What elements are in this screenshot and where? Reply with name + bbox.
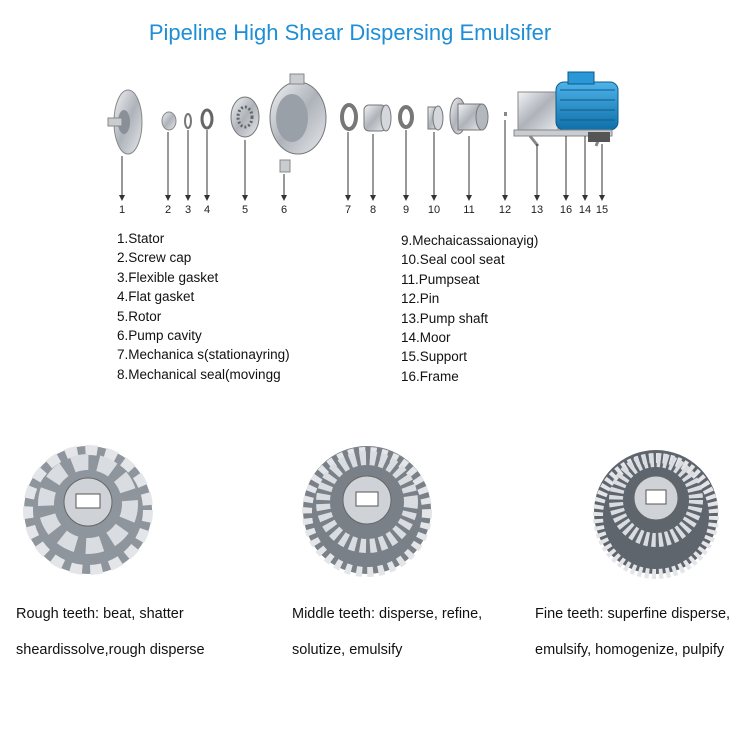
rough-teeth-image	[23, 445, 153, 575]
part-number-label: 15	[596, 204, 608, 216]
list-item: 2.Screw cap	[117, 250, 192, 266]
stator-part	[107, 89, 143, 155]
mechanical-seal-stationary-part	[340, 103, 358, 131]
screw-cap-part	[161, 111, 177, 131]
list-item: 16.Frame	[401, 368, 459, 384]
part-number-label: 4	[204, 204, 210, 216]
part-number-label: 11	[463, 204, 474, 216]
caption-line: solutize, emulsify	[292, 642, 403, 658]
list-item: 13.Pump shaft	[401, 310, 489, 326]
part-number-label: 16	[560, 204, 572, 216]
part-number-label: 10	[428, 204, 440, 216]
fine-teeth-caption: Fine teeth: superfine disperse, emulsify…	[535, 596, 730, 668]
pump-cavity-part	[269, 73, 327, 173]
part-number-label: 5	[242, 204, 248, 216]
list-item: 10.Seal cool seat	[401, 252, 505, 268]
part-number-label: 2	[165, 204, 171, 216]
flexible-gasket-part	[184, 113, 192, 129]
parts-list-left: 1.Stator 2.Screw cap 3.Flexible gasket 4…	[117, 229, 290, 384]
flat-gasket-part	[200, 108, 214, 130]
list-item: 12.Pin	[401, 291, 440, 307]
rotor-part	[230, 96, 260, 138]
part-number-label: 1	[119, 204, 125, 216]
caption-line: Rough teeth: beat, shatter	[16, 606, 184, 622]
middle-teeth-image	[302, 446, 432, 577]
part-number-label: 6	[281, 204, 287, 216]
caption-line: emulsify, homogenize, pulpify	[535, 642, 725, 658]
mechanical-seal-moving-part	[363, 104, 392, 132]
part-number-label: 3	[185, 204, 191, 216]
part-number-label: 12	[499, 204, 511, 216]
seal-cool-seat-part	[427, 105, 444, 131]
part-number-label: 8	[370, 204, 376, 216]
parts-list-right: 9.Mechaicassaionayig) 10.Seal cool seat …	[401, 231, 538, 386]
motor-assembly	[513, 71, 619, 147]
middle-teeth-caption: Middle teeth: disperse, refine, solutize…	[292, 596, 482, 668]
pin-part	[504, 112, 507, 116]
list-item: 8.Mechanical seal(movingg	[117, 366, 281, 382]
part-number-label: 13	[531, 204, 543, 216]
list-item: 9.Mechaicassaionayig)	[401, 233, 539, 248]
part-number-label: 9	[403, 204, 409, 216]
list-item: 6.Pump cavity	[117, 328, 202, 344]
fine-teeth-image	[593, 450, 719, 579]
list-item: 14.Moor	[401, 330, 451, 346]
caption-line: Fine teeth: superfine disperse,	[535, 606, 731, 622]
part-number-label: 7	[345, 204, 351, 216]
list-item: 4.Flat gasket	[117, 289, 195, 305]
part-number-label: 14	[579, 204, 591, 216]
list-item: 7.Mechanica s(stationayring)	[117, 347, 290, 363]
list-item: 5.Rotor	[117, 308, 162, 324]
mechanical-seal-ring-part	[398, 105, 414, 129]
rough-teeth-caption: Rough teeth: beat, shatter sheardissolve…	[16, 596, 205, 668]
list-item: 15.Support	[401, 349, 468, 365]
pump-seat-part	[449, 97, 489, 135]
list-item: 1.Stator	[117, 231, 165, 246]
page-title: Pipeline High Shear Dispersing Emulsifer	[148, 20, 552, 45]
caption-line: Middle teeth: disperse, refine,	[292, 606, 483, 622]
caption-line: sheardissolve,rough disperse	[16, 642, 205, 658]
list-item: 11.Pumpseat	[401, 271, 480, 287]
list-item: 3.Flexible gasket	[117, 269, 219, 285]
